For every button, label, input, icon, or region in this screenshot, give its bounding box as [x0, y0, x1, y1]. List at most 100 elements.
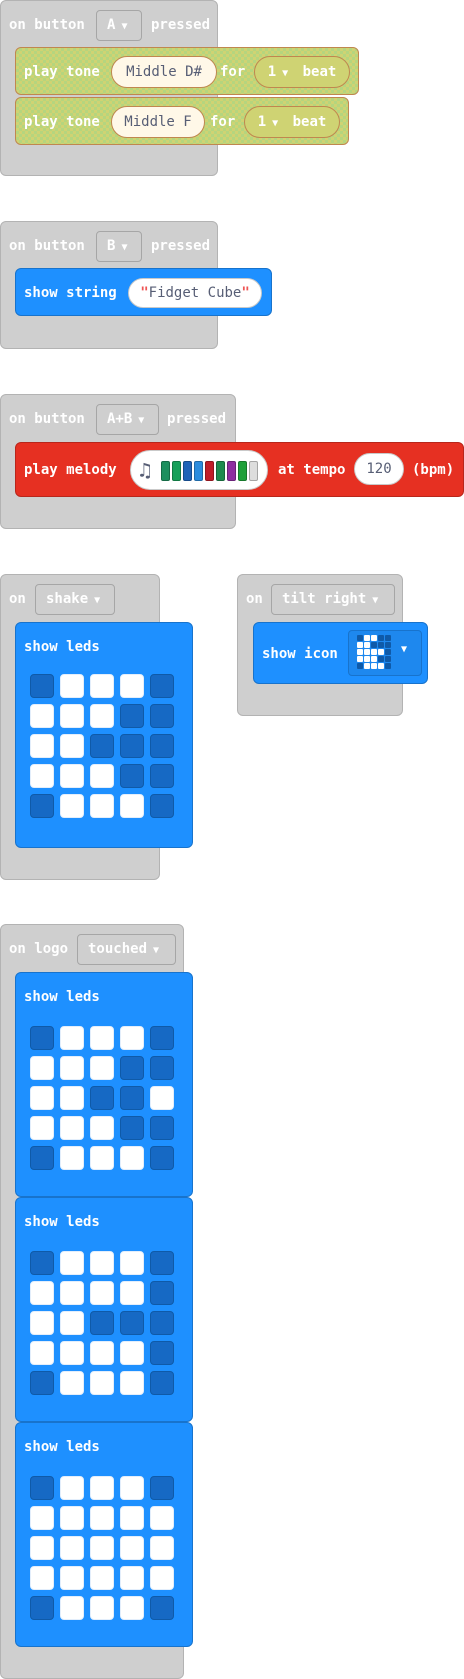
led-off[interactable] — [150, 1476, 174, 1500]
play-tone-block[interactable]: play tone Middle D# for 1▼ beat — [15, 47, 359, 95]
led-on[interactable] — [120, 1566, 144, 1590]
led-on[interactable] — [90, 1476, 114, 1500]
play-tone-block[interactable]: play tone Middle F for 1▼ beat — [15, 97, 349, 145]
led-on[interactable] — [120, 1341, 144, 1365]
led-on[interactable] — [120, 1281, 144, 1305]
led-on[interactable] — [90, 764, 114, 788]
led-on[interactable] — [60, 1251, 84, 1275]
led-on[interactable] — [90, 1596, 114, 1620]
led-off[interactable] — [150, 674, 174, 698]
show-string-block[interactable]: show string "Fidget Cube" — [15, 268, 272, 316]
led-on[interactable] — [60, 1026, 84, 1050]
led-on[interactable] — [60, 1566, 84, 1590]
led-on[interactable] — [120, 1536, 144, 1560]
led-on[interactable] — [30, 704, 54, 728]
led-off[interactable] — [150, 1026, 174, 1050]
led-off[interactable] — [90, 1311, 114, 1335]
gesture-dropdown[interactable]: shake▼ — [35, 584, 115, 615]
show-leds-block[interactable]: show leds — [15, 622, 193, 848]
led-on[interactable] — [30, 764, 54, 788]
led-on[interactable] — [60, 1536, 84, 1560]
led-off[interactable] — [150, 704, 174, 728]
tempo-field[interactable]: 120 — [354, 453, 404, 485]
led-on[interactable] — [60, 1281, 84, 1305]
led-on[interactable] — [30, 1341, 54, 1365]
led-on[interactable] — [120, 1251, 144, 1275]
led-on[interactable] — [60, 1056, 84, 1080]
led-off[interactable] — [150, 1311, 174, 1335]
led-on[interactable] — [30, 1311, 54, 1335]
led-on[interactable] — [60, 704, 84, 728]
led-on[interactable] — [90, 1566, 114, 1590]
led-on[interactable] — [60, 1146, 84, 1170]
led-off[interactable] — [150, 1056, 174, 1080]
led-on[interactable] — [120, 1506, 144, 1530]
led-off[interactable] — [30, 1476, 54, 1500]
show-icon-block[interactable]: show icon ▼ — [253, 622, 428, 684]
string-field[interactable]: "Fidget Cube" — [128, 278, 262, 308]
led-on[interactable] — [30, 1281, 54, 1305]
led-on[interactable] — [30, 1086, 54, 1110]
led-on[interactable] — [90, 1341, 114, 1365]
led-on[interactable] — [150, 1506, 174, 1530]
led-on[interactable] — [60, 1311, 84, 1335]
led-on[interactable] — [60, 764, 84, 788]
led-on[interactable] — [120, 1371, 144, 1395]
button-a-dropdown[interactable]: A▼ — [96, 10, 142, 41]
led-on[interactable] — [30, 1566, 54, 1590]
led-on[interactable] — [30, 1536, 54, 1560]
led-on[interactable] — [120, 1146, 144, 1170]
led-off[interactable] — [30, 794, 54, 818]
led-on[interactable] — [60, 1596, 84, 1620]
led-on[interactable] — [120, 1026, 144, 1050]
led-on[interactable] — [90, 1536, 114, 1560]
led-off[interactable] — [90, 1086, 114, 1110]
led-off[interactable] — [30, 1146, 54, 1170]
led-off[interactable] — [150, 1251, 174, 1275]
led-off[interactable] — [120, 1086, 144, 1110]
led-off[interactable] — [150, 1371, 174, 1395]
show-leds-block[interactable]: show leds — [15, 1197, 193, 1422]
led-off[interactable] — [120, 734, 144, 758]
led-off[interactable] — [150, 1116, 174, 1140]
led-on[interactable] — [60, 734, 84, 758]
button-ab-dropdown[interactable]: A+B▼ — [96, 404, 159, 435]
led-on[interactable] — [90, 1146, 114, 1170]
led-off[interactable] — [120, 764, 144, 788]
led-on[interactable] — [90, 674, 114, 698]
led-on[interactable] — [90, 1056, 114, 1080]
icon-picker[interactable]: ▼ — [348, 630, 422, 676]
led-on[interactable] — [90, 794, 114, 818]
led-off[interactable] — [150, 764, 174, 788]
led-on[interactable] — [90, 1506, 114, 1530]
led-off[interactable] — [30, 1026, 54, 1050]
led-off[interactable] — [30, 1596, 54, 1620]
led-on[interactable] — [90, 1281, 114, 1305]
led-on[interactable] — [150, 1086, 174, 1110]
led-on[interactable] — [60, 1341, 84, 1365]
led-on[interactable] — [120, 794, 144, 818]
led-on[interactable] — [60, 1371, 84, 1395]
led-off[interactable] — [30, 1251, 54, 1275]
logo-action-dropdown[interactable]: touched▼ — [77, 934, 176, 965]
led-on[interactable] — [60, 1506, 84, 1530]
led-on[interactable] — [60, 1476, 84, 1500]
led-off[interactable] — [120, 1116, 144, 1140]
led-off[interactable] — [120, 1311, 144, 1335]
led-off[interactable] — [150, 1341, 174, 1365]
led-on[interactable] — [90, 1116, 114, 1140]
led-off[interactable] — [150, 1281, 174, 1305]
note-field[interactable]: Middle D# — [111, 56, 217, 88]
led-off[interactable] — [150, 1146, 174, 1170]
show-leds-block[interactable]: show leds — [15, 972, 193, 1197]
led-off[interactable] — [150, 794, 174, 818]
led-off[interactable] — [120, 1056, 144, 1080]
led-on[interactable] — [60, 1116, 84, 1140]
led-off[interactable] — [120, 704, 144, 728]
led-on[interactable] — [90, 1026, 114, 1050]
led-on[interactable] — [90, 704, 114, 728]
note-field[interactable]: Middle F — [111, 106, 205, 138]
led-on[interactable] — [60, 794, 84, 818]
beats-dropdown[interactable]: 1▼ beat — [254, 56, 350, 88]
button-b-dropdown[interactable]: B▼ — [96, 231, 142, 262]
